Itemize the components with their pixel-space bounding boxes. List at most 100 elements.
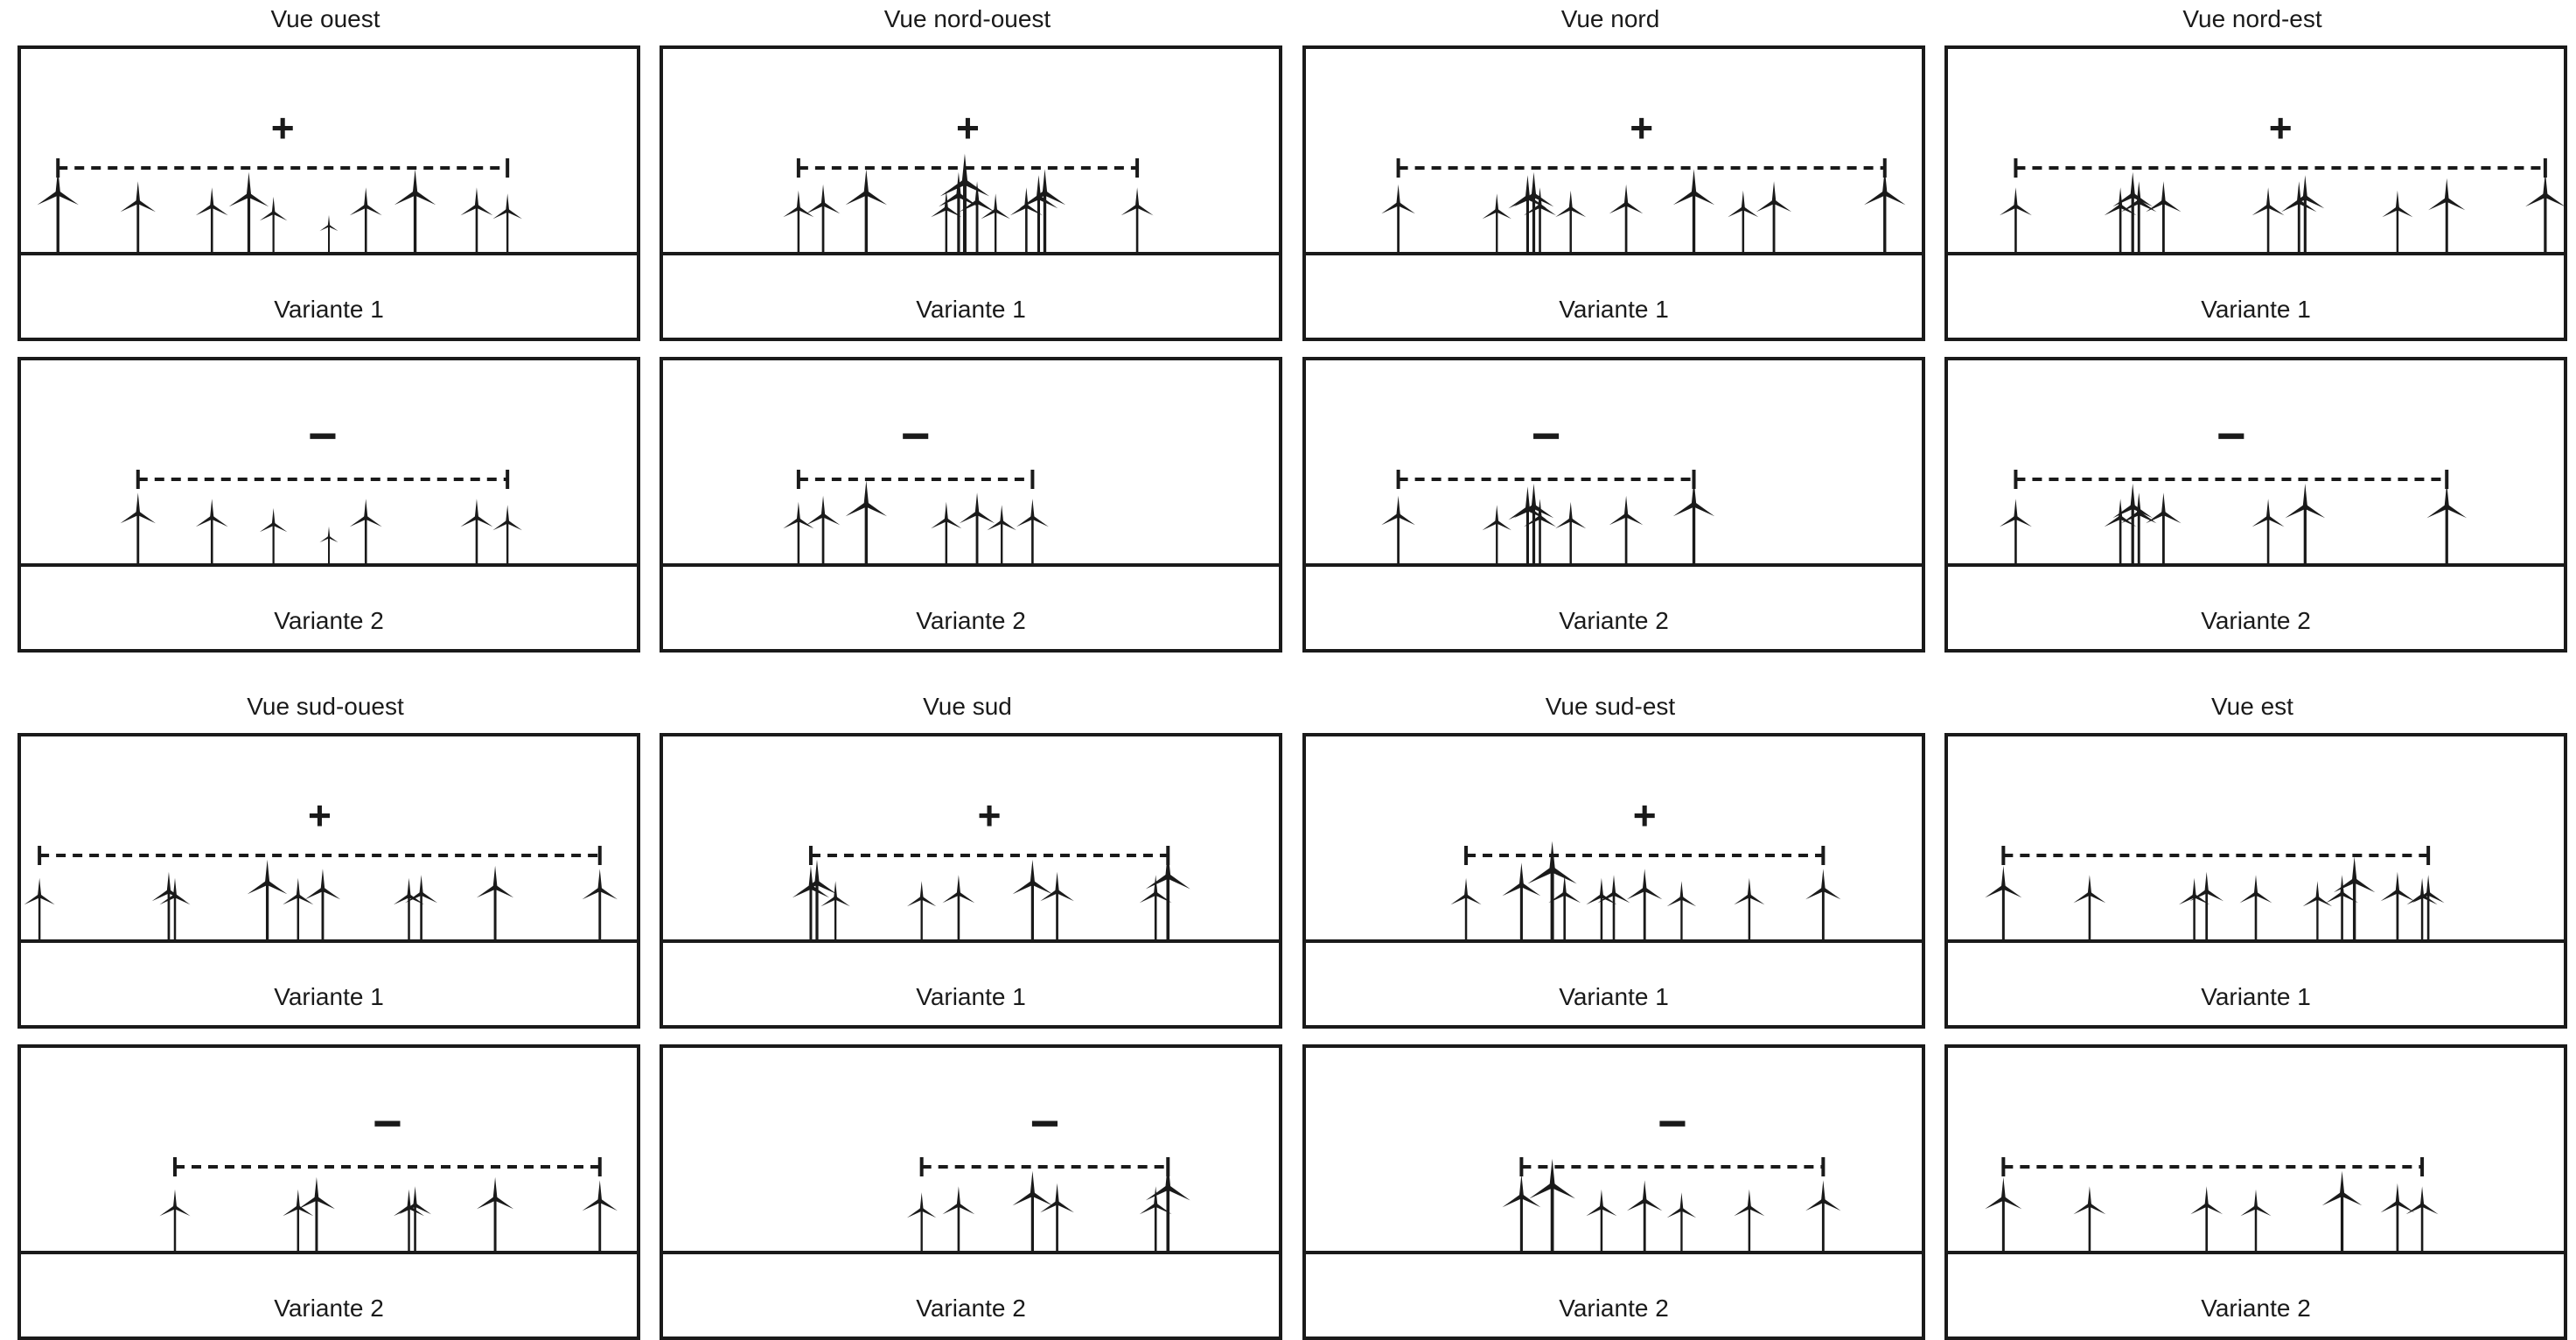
impact-sign: + (978, 792, 1002, 838)
wind-turbine-icon (1728, 190, 1759, 252)
horizontal-extent-marker (38, 846, 602, 865)
wind-turbine-icon (297, 1176, 335, 1251)
skyline-drawing: + (1381, 105, 1906, 252)
variant-label: Variante 1 (2201, 296, 2311, 323)
wind-turbine-icon (304, 869, 341, 939)
horizontal-extent-marker (1519, 1157, 1826, 1176)
skyline-drawing: + (24, 792, 618, 939)
variant-label: Variante 2 (1559, 1295, 1669, 1322)
wind-turbine-icon (582, 1180, 618, 1251)
wind-turbine-icon (2281, 181, 2317, 252)
wind-turbine-icon (394, 169, 436, 252)
wind-turbine-icon (2146, 492, 2182, 563)
view-title: Vue sud-est (1545, 693, 1676, 720)
skyline-drawing: − (1999, 408, 2468, 563)
wind-turbine-icon (2412, 875, 2445, 939)
wind-turbine-icon (1555, 501, 1587, 563)
wind-turbine-icon (460, 187, 493, 252)
ground-line (21, 939, 637, 943)
wind-turbine-icon (1381, 184, 1415, 252)
variant-panel: −Variante 2 (17, 357, 640, 653)
wind-turbine-icon (2146, 181, 2182, 252)
impact-sign: + (308, 792, 332, 838)
impact-sign: + (956, 105, 980, 150)
wind-turbine-icon (1627, 1180, 1663, 1251)
wind-turbine-icon (806, 184, 841, 252)
skyline-drawing: − (906, 1095, 1190, 1251)
impact-sign: + (2269, 105, 2293, 150)
wind-turbine-icon (151, 871, 186, 939)
wind-turbine-icon (1985, 865, 2022, 939)
wind-turbine-icon (1548, 875, 1581, 939)
wind-turbine-icon (1734, 1189, 1765, 1251)
ground-line (1948, 563, 2564, 567)
variant-label: Variante 1 (916, 296, 1026, 323)
wind-turbine-icon (1666, 1192, 1697, 1251)
skyline-drawing (1985, 1157, 2439, 1251)
wind-turbine-icon (195, 499, 228, 563)
wind-turbine-icon (159, 1189, 191, 1251)
wind-turbine-icon (931, 501, 962, 563)
variant-label: Variante 2 (916, 607, 1026, 634)
horizontal-extent-marker (2014, 158, 2547, 178)
wind-turbine-icon (2302, 881, 2333, 939)
horizontal-extent-marker (2001, 1157, 2425, 1176)
wind-turbine-icon (2380, 871, 2415, 939)
wind-turbine-icon (1482, 193, 1511, 252)
view-title: Vue nord-est (2182, 5, 2322, 32)
wind-turbine-icon (939, 153, 990, 252)
impact-sign: − (373, 1095, 402, 1152)
variant-label: Variante 2 (274, 1295, 384, 1322)
skyline-drawing: + (783, 105, 1154, 252)
wind-turbine-icon (259, 196, 288, 252)
wind-turbine-icon (1586, 1189, 1617, 1251)
wind-turbine-icon (1145, 1162, 1190, 1251)
skyline-drawing: + (1450, 792, 1841, 939)
wind-turbine-icon (349, 499, 382, 563)
wind-turbine-icon (2428, 178, 2466, 252)
wind-turbine-icon (120, 181, 156, 252)
wind-turbine-icon (2112, 171, 2154, 252)
impact-sign: − (1658, 1095, 1687, 1152)
horizontal-extent-marker (1396, 470, 1696, 489)
wind-turbine-icon (259, 507, 288, 563)
wind-turbine-icon (906, 1192, 937, 1251)
wind-turbine-icon (2121, 492, 2157, 563)
wind-turbine-icon (228, 171, 269, 252)
wind-turbine-icon (2333, 856, 2376, 939)
variant-label: Variante 2 (2201, 1295, 2311, 1322)
horizontal-extent-marker (136, 470, 510, 489)
ground-line (1306, 563, 1922, 567)
wind-turbine-icon (1145, 850, 1190, 939)
wind-turbine-icon (845, 169, 888, 252)
variant-panel: +Variante 1 (17, 733, 640, 1029)
impact-sign: − (1532, 408, 1561, 464)
wind-turbine-icon (1012, 859, 1053, 939)
ground-line (21, 252, 637, 255)
wind-turbine-icon (2382, 190, 2413, 252)
wind-turbine-icon (2380, 1183, 2415, 1251)
wind-turbine-icon (1120, 187, 1154, 252)
wind-turbine-icon (159, 877, 191, 939)
ground-line (663, 252, 1279, 255)
wind-turbine-icon (319, 214, 339, 252)
variant-label: Variante 2 (274, 607, 384, 634)
impact-sign: − (1030, 1095, 1060, 1152)
wind-turbine-icon (1586, 877, 1617, 939)
wind-turbine-icon (931, 190, 962, 252)
wind-turbine-icon (405, 875, 438, 939)
wind-turbine-icon (1999, 499, 2032, 563)
ground-line (21, 563, 637, 567)
wind-turbine-icon (1040, 871, 1074, 939)
impact-sign: + (1633, 792, 1657, 838)
wind-turbine-icon (349, 187, 382, 252)
impact-sign: + (271, 105, 295, 150)
wind-turbine-icon (195, 187, 228, 252)
impact-sign: − (2216, 408, 2246, 464)
wind-turbine-icon (2321, 1170, 2363, 1251)
wind-turbine-icon (797, 859, 837, 939)
wind-turbine-icon (959, 181, 995, 252)
wind-turbine-icon (1609, 495, 1644, 563)
variant-label: Variante 2 (1559, 607, 1669, 634)
wind-turbine-icon (120, 492, 156, 563)
